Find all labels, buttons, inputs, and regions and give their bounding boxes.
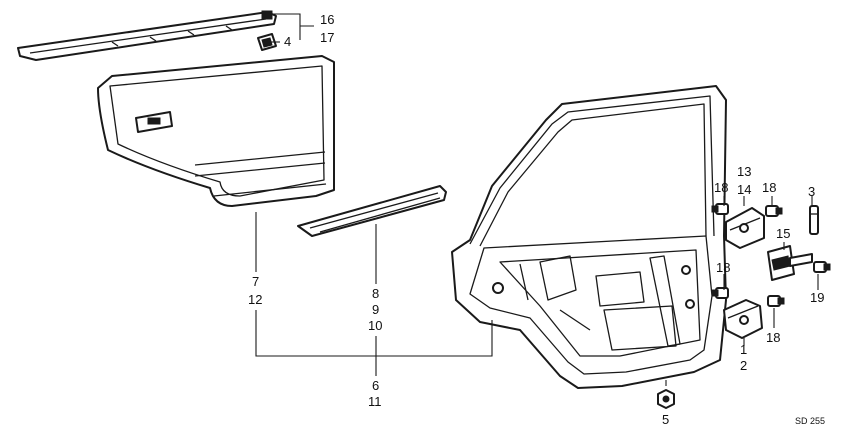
hinge-bolt xyxy=(711,203,729,215)
leader-lines xyxy=(255,13,819,386)
nut-part xyxy=(657,389,675,409)
callout-12: 12 xyxy=(248,292,262,307)
hinge-pin xyxy=(809,205,819,235)
door-shell xyxy=(451,85,727,389)
callout-14: 14 xyxy=(737,182,751,197)
callout-9: 9 xyxy=(372,302,379,317)
callout-15: 15 xyxy=(776,226,790,241)
callout-19: 19 xyxy=(810,290,824,305)
checker-bolt xyxy=(813,261,831,273)
armrest-strip xyxy=(297,185,447,237)
callout-5: 5 xyxy=(662,412,669,427)
callout-18: 18 xyxy=(762,180,776,195)
callout-3: 3 xyxy=(808,184,815,199)
belt-molding xyxy=(17,10,277,61)
callout-8: 8 xyxy=(372,286,379,301)
hinge-bolt xyxy=(767,295,785,307)
callout-18: 18 xyxy=(766,330,780,345)
callout-1: 1 xyxy=(740,342,747,357)
callout-labels: 16 17 4 7 12 8 9 10 6 11 13 14 18 18 18 … xyxy=(248,12,825,427)
clip-part xyxy=(257,33,277,51)
callout-11: 11 xyxy=(368,394,382,409)
callout-17: 17 xyxy=(320,30,334,45)
callout-2: 2 xyxy=(740,358,747,373)
door-trim-panel xyxy=(97,55,335,207)
callout-4: 4 xyxy=(284,34,291,49)
callout-10: 10 xyxy=(368,318,382,333)
upper-hinge xyxy=(725,207,765,249)
door-checker xyxy=(767,245,813,281)
hinge-bolt xyxy=(711,287,729,299)
callout-18: 18 xyxy=(714,180,728,195)
callout-6: 6 xyxy=(372,378,379,393)
hinge-bolt xyxy=(765,205,783,217)
callout-18: 18 xyxy=(716,260,730,275)
lower-hinge xyxy=(723,299,763,339)
callout-7: 7 xyxy=(252,274,259,289)
callout-13: 13 xyxy=(737,164,751,179)
callout-16: 16 xyxy=(320,12,334,27)
diagram-code: SD 255 xyxy=(795,416,825,426)
